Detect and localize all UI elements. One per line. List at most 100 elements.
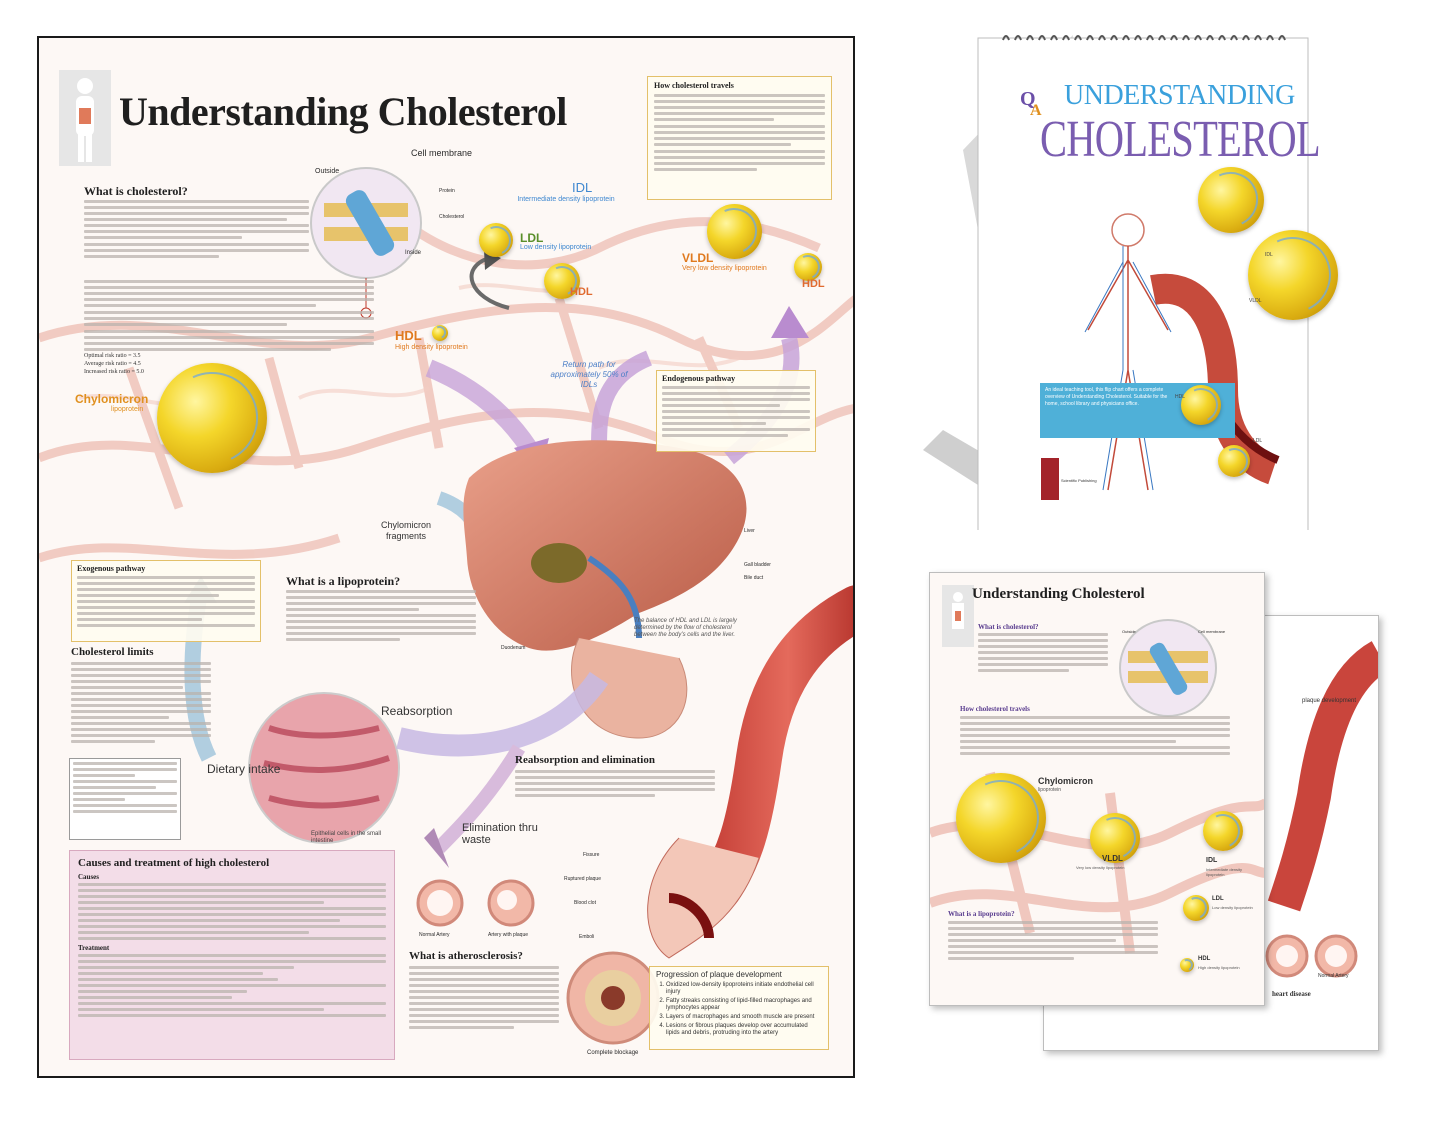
cholesterol-limits-heading: Cholesterol limits: [71, 646, 154, 658]
emboli-label: Emboli: [579, 934, 595, 940]
progression-list: Oxidized low-density lipoproteins initia…: [666, 982, 822, 1037]
endogenous-pathway-body: [662, 386, 810, 437]
causes-treatment-heading: Causes and treatment of high cholesterol: [78, 857, 270, 869]
ldl-particle-icon: [544, 263, 580, 299]
dietary-intake-label: Dietary intake: [207, 762, 281, 776]
leaflet-ldl-icon: [1183, 895, 1209, 921]
gall-bladder-label: Gall bladder: [744, 562, 771, 568]
inside-label: Inside: [405, 250, 422, 256]
leaflet-vldl-full: Very low density lipoprotein: [1076, 865, 1125, 870]
complete-blockage-label: Complete blockage: [587, 1050, 639, 1056]
flip-lipo-icon: [1181, 385, 1221, 425]
chylomicron-label: Chylomicron: [75, 392, 149, 406]
flip-ldl-label: LDL: [1253, 438, 1263, 444]
leaflet-idl-icon: [1203, 811, 1243, 851]
bile-duct-label: Bile duct: [744, 575, 764, 581]
leaflet-outside: Outside: [1122, 629, 1136, 634]
hdl-mid-label: HDL: [570, 286, 593, 298]
ldl-label: LDL: [520, 231, 544, 245]
leaflet-title: Understanding Cholesterol: [972, 586, 1145, 602]
ldl-small-particle-icon: [794, 253, 822, 281]
hdl-right-label: HDL: [802, 278, 825, 290]
cholesterol-label: Cholesterol: [439, 214, 465, 220]
flip-title-2: CHOLESTEROL: [1040, 111, 1321, 168]
treatment-body: [78, 954, 386, 1017]
leaflet-ldl-full: Low density lipoprotein: [1212, 905, 1253, 910]
artery-plaque-label: Artery with plaque: [488, 932, 529, 938]
flip-hdl-label: HDL: [1175, 394, 1186, 400]
what-is-lipoprotein-body: [286, 590, 476, 644]
leaflet-vldl: VLDL: [1102, 854, 1123, 863]
normal-artery-label: Normal Artery: [419, 932, 450, 938]
leaflet-hdl: HDL: [1198, 956, 1211, 962]
flipchart: Q A UNDERSTANDING CHOLESTEROL IDL VLDL H…: [923, 30, 1338, 530]
leaflet-hdl-icon: [1180, 958, 1194, 972]
cholesterol-limits-table: [69, 758, 181, 840]
leaflet-how-travels-body: [960, 716, 1230, 758]
flip-brand: Scientific Publishing: [1061, 478, 1097, 483]
vldl-label: VLDL: [682, 251, 714, 265]
leaflet-ldl: LDL: [1212, 896, 1224, 902]
chylomicron-particle-icon: [157, 363, 267, 473]
treatment-subheading: Treatment: [78, 944, 110, 952]
endogenous-pathway-box: Endogenous pathway: [656, 370, 816, 452]
protein-label: Protein: [439, 188, 455, 194]
flip-lipo-icon: [1218, 445, 1250, 477]
leaflet-cell-membrane: Cell membrane: [1198, 629, 1226, 634]
idl-particle-icon: [479, 223, 513, 257]
reabsorption-label: Reabsorption: [381, 704, 453, 718]
progression-item: Fatty streaks consisting of lipid-filled…: [666, 998, 822, 1012]
poster: Understanding Cholesterol Cell membrane …: [37, 36, 855, 1078]
chylomicron-sub-label: lipoprotein: [111, 406, 144, 413]
reabsorption-elimination-heading: Reabsorption and elimination: [515, 754, 655, 766]
exogenous-pathway-heading: Exogenous pathway: [77, 564, 146, 573]
reabsorption-elimination-body: [515, 770, 715, 800]
how-cholesterol-travels-box: How cholesterol travels: [647, 76, 832, 200]
blood-clot-label: Blood clot: [574, 900, 596, 906]
leaflet-chylomicron: Chylomicron: [1038, 776, 1094, 786]
leaflet-what-lipoprotein-body: [948, 921, 1158, 963]
flip-blurb: An ideal teaching tool, this flip chart …: [1045, 387, 1168, 407]
what-is-atherosclerosis-body: [409, 966, 559, 1032]
ruptured-plaque-label: Ruptured plaque: [564, 876, 601, 882]
leaflet-idl-full: Intermediate density lipoprotein: [1206, 867, 1243, 877]
elimination-label: Elimination thru waste: [462, 822, 538, 846]
exogenous-pathway-box: Exogenous pathway: [71, 560, 261, 642]
flip-a: A: [1030, 102, 1042, 119]
cell-membrane-label: Cell membrane: [411, 148, 473, 158]
progression-item: Oxidized low-density lipoproteins initia…: [666, 982, 822, 996]
vldl-particle-icon: [707, 204, 762, 259]
causes-treatment-box: Causes and treatment of high cholesterol…: [69, 850, 395, 1060]
leaflet-chylomicron-icon: [956, 773, 1046, 863]
leaflet-front: Understanding Cholesterol What is choles…: [929, 572, 1265, 1006]
how-cholesterol-travels-heading: How cholesterol travels: [654, 81, 734, 90]
leaflet-what-is-body: [978, 633, 1108, 675]
idl-full-label: Intermediate density lipoprotein: [517, 196, 615, 203]
risk-ratio-list: Optimal risk ratio = 3.5 Average risk ra…: [84, 353, 144, 375]
poster-illustration: [39, 70, 853, 1045]
progression-box: Progression of plaque development Oxidiz…: [649, 966, 829, 1050]
ldl-full-label: Low density lipoprotein: [520, 244, 592, 251]
leaflet-what-is: What is cholesterol?: [978, 623, 1039, 631]
flip-lipo-icon: [1198, 167, 1264, 233]
flip-lipo-icon: [1248, 230, 1338, 320]
causes-subheading: Causes: [78, 873, 100, 881]
leaflet-back-heart: heart disease: [1272, 990, 1311, 998]
leaflet-back-illustration: [1265, 641, 1378, 978]
leaflet-how-travels: How cholesterol travels: [960, 705, 1030, 713]
hdl-label: HDL: [395, 328, 422, 343]
epithelial-label: Epithelial cells in the small intestine: [311, 831, 382, 844]
what-is-atherosclerosis-heading: What is atherosclerosis?: [409, 950, 523, 962]
return-path-label: Return path for approximately 50% of IDL…: [550, 360, 628, 389]
flip-title-1: UNDERSTANDING: [1064, 80, 1295, 111]
hdl-particle-icon: [432, 325, 448, 341]
chylomicron-fragments-label: Chylomicron fragments: [380, 520, 431, 541]
flip-vldl-label: VLDL: [1249, 298, 1262, 304]
exogenous-pathway-body: [77, 576, 255, 627]
leaflet-chylomicron-sub: lipoprotein: [1038, 787, 1062, 793]
leaflet-vldl-icon: [1090, 813, 1140, 863]
how-cholesterol-travels-body: [654, 94, 825, 171]
what-is-lipoprotein-heading: What is a lipoprotein?: [286, 574, 401, 588]
what-is-cholesterol-heading: What is cholesterol?: [84, 184, 188, 198]
high-cholesterol-body: [84, 280, 374, 354]
